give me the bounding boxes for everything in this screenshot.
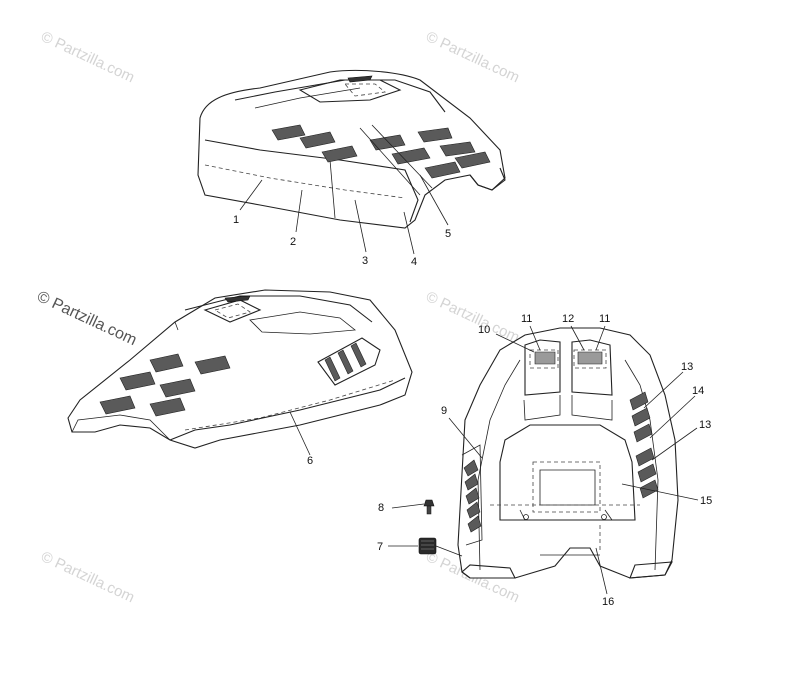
callout-13-top: 13 <box>681 361 693 373</box>
callout-11-right: 11 <box>599 313 610 325</box>
watermark: © Partzilla.com <box>38 548 137 606</box>
watermark: © Partzilla.com <box>423 288 522 346</box>
callout-15: 15 <box>700 495 712 507</box>
callout-12: 12 <box>562 313 574 325</box>
hood-top-view <box>197 69 506 255</box>
callout-13-bottom: 13 <box>699 419 711 431</box>
callouts: 1 2 3 4 5 6 7 8 9 10 11 12 11 13 14 13 1… <box>233 214 712 608</box>
callout-4: 4 <box>411 256 417 268</box>
callout-2: 2 <box>290 236 296 248</box>
callout-16: 16 <box>602 596 614 608</box>
callout-1: 1 <box>233 214 239 226</box>
callout-7: 7 <box>377 541 383 553</box>
watermark-prominent: © Partzilla.com <box>34 288 139 349</box>
hood-front-view <box>388 325 699 595</box>
callout-9: 9 <box>441 405 447 417</box>
watermark: © Partzilla.com <box>423 28 522 86</box>
watermark: © Partzilla.com <box>38 28 137 86</box>
callout-11-left: 11 <box>521 313 532 325</box>
hood-side-view <box>67 289 413 456</box>
callout-5: 5 <box>445 228 451 240</box>
callout-6: 6 <box>307 455 313 467</box>
callout-14: 14 <box>692 385 704 397</box>
callout-8: 8 <box>378 502 384 514</box>
callout-3: 3 <box>362 255 368 267</box>
callout-10: 10 <box>478 324 490 336</box>
